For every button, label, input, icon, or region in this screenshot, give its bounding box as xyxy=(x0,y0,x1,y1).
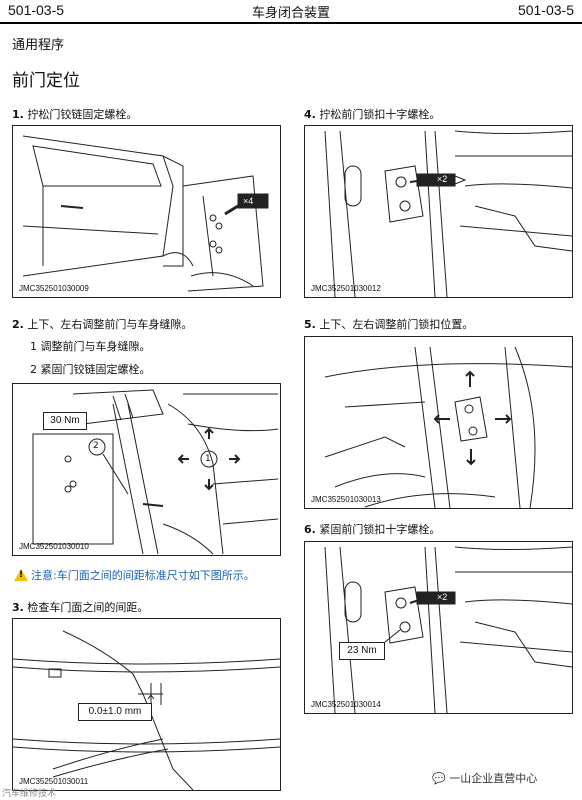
step-number: 6. xyxy=(304,523,316,536)
step-text: 拧松前门锁扣十字螺栓。 xyxy=(319,108,441,121)
step-3: 3. 检查车门面之间的间距。 xyxy=(12,599,148,615)
page-header xyxy=(0,0,582,24)
callout-gap-spec: 0.0±1.0 mm xyxy=(78,703,152,721)
callout-x2: ×2 xyxy=(437,174,448,184)
step-2: 2. 上下、左右调整前门与车身缝隙。 xyxy=(12,316,192,332)
step-text: 紧固前门锁扣十字螺栓。 xyxy=(319,523,441,536)
step-4: 4. 拧松前门锁扣十字螺栓。 xyxy=(304,106,440,122)
figure-code: JMC352501030014 xyxy=(311,700,381,709)
watermark-text: 一山企业直营中心 xyxy=(449,772,538,785)
figure-3: 0.0±1.0 mm JMC352501030011 xyxy=(12,618,281,791)
substep-1: 1 调整前门与车身缝隙。 xyxy=(30,340,151,353)
callout-x2: ×2 xyxy=(437,592,448,602)
figure-6: ×2 23 Nm JMC352501030014 xyxy=(304,541,573,714)
step-number: 1. xyxy=(12,108,24,121)
figure-code: JMC352501030012 xyxy=(311,284,381,293)
step-5: 5. 上下、左右调整前门锁扣位置。 xyxy=(304,316,473,332)
step-text: 上下、左右调整前门与车身缝隙。 xyxy=(27,318,193,331)
callout-1: 1 xyxy=(205,454,211,464)
callout-2: 2 xyxy=(93,441,99,451)
section-label: 通用程序 xyxy=(12,38,65,53)
figure-2: 30 Nm 2 1 JMC352501030010 xyxy=(12,383,281,556)
procedure-title: 前门定位 xyxy=(12,71,80,91)
header-code-left: 501-03-5 xyxy=(8,2,65,18)
figure-code: JMC352501030011 xyxy=(19,777,89,786)
step-number: 4. xyxy=(304,108,316,121)
watermark-left: 汽车维修技术 xyxy=(2,789,57,799)
figure-4: ×2 JMC352501030012 xyxy=(304,125,573,298)
watermark-right: 💬 一山企业直营中心 xyxy=(432,770,537,786)
chat-bubble-icon: 💬 xyxy=(432,772,446,785)
step-number: 5. xyxy=(304,318,316,331)
step-text: 检查车门面之间的间距。 xyxy=(27,601,149,614)
step-text: 上下、左右调整前门锁扣位置。 xyxy=(319,318,474,331)
step-text: 拧松门铰链固定螺栓。 xyxy=(27,108,138,121)
figure-1: ×4 JMC352501030009 xyxy=(12,125,281,298)
caution-note: !注意:车门面之间的间距标准尺寸如下图所示。 xyxy=(14,567,255,583)
step-6: 6. 紧固前门锁扣十字螺栓。 xyxy=(304,521,440,537)
step-number: 2. xyxy=(12,318,24,331)
figure-code: JMC352501030010 xyxy=(19,542,89,551)
callout-x4: ×4 xyxy=(243,196,254,206)
header-title: 车身闭合装置 xyxy=(251,6,330,21)
caution-text: 车门面之间的间距标准尺寸如下图所示。 xyxy=(56,569,255,582)
header-code-right: 501-03-5 xyxy=(517,2,574,18)
callout-torque-23nm: 23 Nm xyxy=(339,642,385,660)
step-number: 3. xyxy=(12,601,24,614)
substep-2: 2 紧固门铰链固定螺栓。 xyxy=(30,363,151,376)
figure-5: JMC352501030013 xyxy=(304,336,573,509)
caution-label: 注意: xyxy=(31,569,57,582)
figure-code: JMC352501030013 xyxy=(311,495,381,504)
callout-torque-30nm: 30 Nm xyxy=(43,412,87,430)
figure-code: JMC352501030009 xyxy=(19,284,89,293)
warning-triangle-icon: ! xyxy=(14,569,28,581)
step-1: 1. 拧松门铰链固定螺栓。 xyxy=(12,106,137,122)
